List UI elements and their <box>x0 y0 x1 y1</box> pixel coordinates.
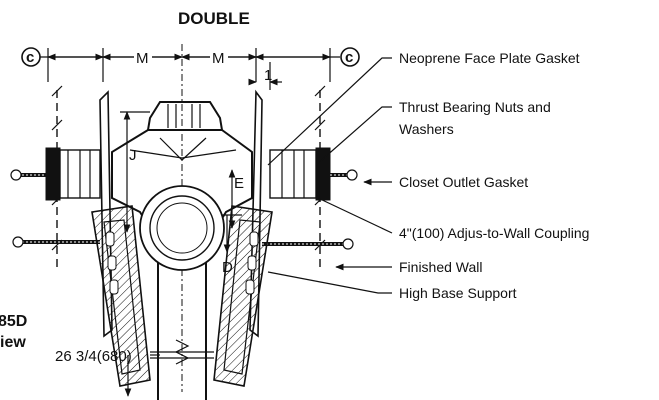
dim-e: E <box>234 175 244 192</box>
callout-coupling: 4"(100) Adjus-to-Wall Coupling <box>399 225 589 241</box>
callout-finished-wall: Finished Wall <box>399 259 483 275</box>
dim-one: 1 <box>264 67 272 84</box>
leader-base-support <box>267 271 392 294</box>
dim-c-right: c <box>345 49 353 66</box>
dim-m-right: M <box>212 50 225 67</box>
dim-m-left: M <box>136 50 149 67</box>
dim-j: J <box>129 147 137 164</box>
leader-face-plate-gasket <box>267 57 392 166</box>
fitting-body <box>111 101 253 400</box>
callout-washers: Washers <box>399 121 454 137</box>
diagram-title: DOUBLE <box>178 9 250 28</box>
callout-thrust-bearing: Thrust Bearing Nuts and <box>399 99 551 115</box>
c-symbol-left <box>21 47 41 67</box>
dim-length: 26 3/4(680) <box>55 348 132 365</box>
high-base-support-right <box>213 205 273 387</box>
high-base-support-left <box>91 205 151 387</box>
callout-base-support: High Base Support <box>399 285 517 301</box>
mask <box>134 48 152 66</box>
c-symbol-right <box>340 47 360 67</box>
side-label-line2: iew <box>0 334 26 351</box>
side-label-line1: 85D <box>0 313 27 330</box>
leader-thrust-bearing <box>315 106 392 166</box>
callout-closet-outlet: Closet Outlet Gasket <box>399 174 528 190</box>
callout-face-plate-gasket: Neoprene Face Plate Gasket <box>399 50 580 66</box>
mask <box>210 48 228 66</box>
dim-c-left: c <box>26 49 34 66</box>
leader-coupling <box>317 197 393 234</box>
